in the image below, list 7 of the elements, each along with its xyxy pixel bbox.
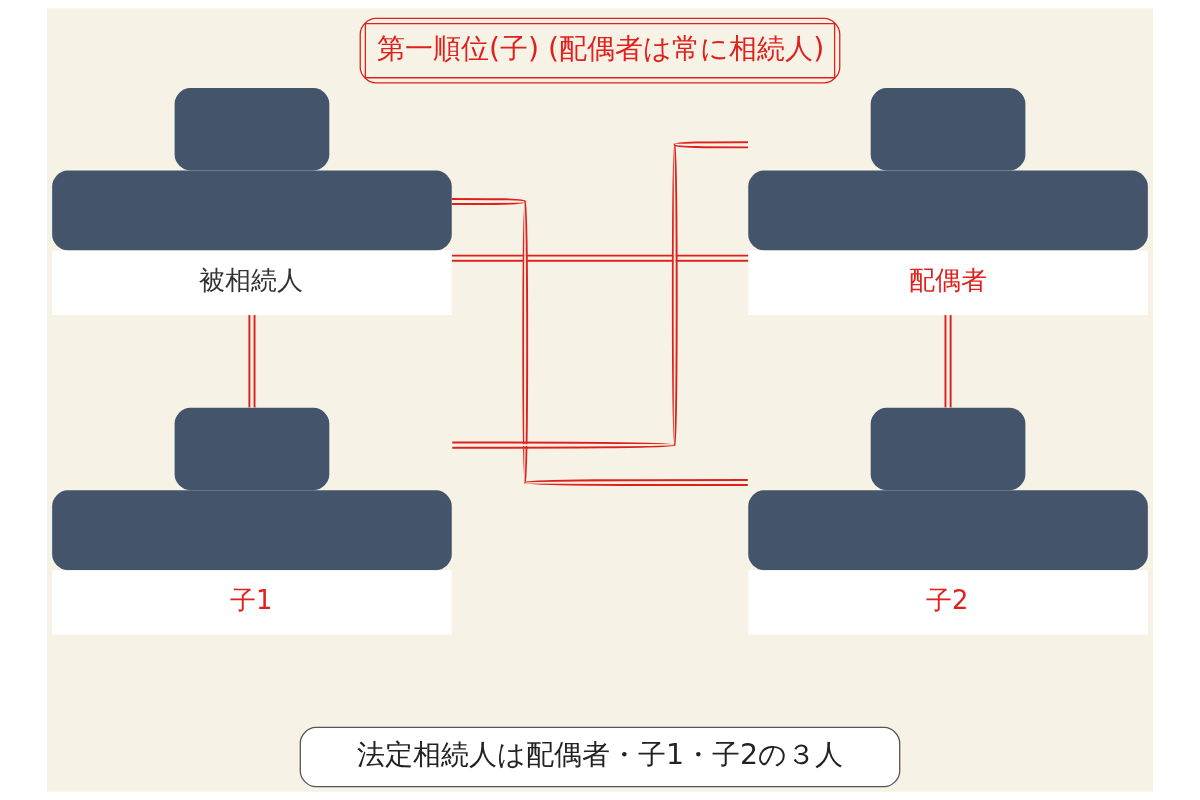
node-box: 法定相続人は配偶者・子1・子2の３人 — [299, 726, 901, 788]
connector — [248, 314, 256, 409]
diagram-title: 第一順位(子) (配偶者は常に相続人) — [377, 31, 825, 65]
connector — [944, 314, 952, 409]
connector — [451, 197, 749, 487]
connector — [451, 141, 749, 449]
connector — [450, 254, 750, 262]
